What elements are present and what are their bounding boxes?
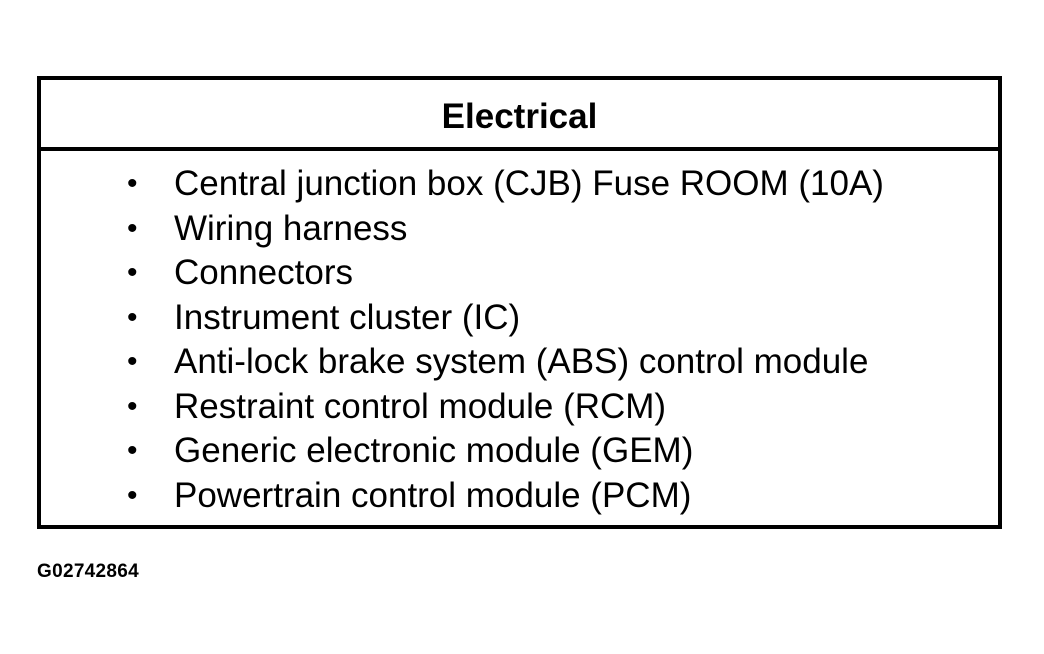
item-text: Anti-lock brake system (ABS) control mod… — [174, 342, 869, 381]
item-text: Powertrain control module (PCM) — [174, 475, 692, 515]
item-text: Instrument cluster (IC) — [174, 297, 521, 337]
item-list: • Central junction box (CJB) Fuse ROOM (… — [41, 162, 998, 518]
list-item: • Wiring harness — [41, 207, 998, 252]
list-item: • Generic electronic module (GEM) — [41, 429, 998, 474]
item-text: Central junction box (CJB) Fuse ROOM (10… — [174, 164, 884, 203]
bullet-icon: • — [127, 256, 138, 289]
item-text: Generic electronic module (GEM) — [174, 431, 694, 470]
bullet-icon: • — [127, 211, 138, 245]
table-body: • Central junction box (CJB) Fuse ROOM (… — [41, 151, 998, 518]
list-item: • Anti-lock brake system (ABS) control m… — [41, 340, 998, 385]
bullet-icon: • — [127, 478, 138, 512]
bullet-icon: • — [127, 389, 138, 423]
list-item: • Restraint control module (RCM) — [41, 385, 998, 430]
table-title: Electrical — [41, 80, 998, 151]
list-item: • Central junction box (CJB) Fuse ROOM (… — [41, 162, 998, 207]
list-item: • Powertrain control module (PCM) — [41, 474, 998, 519]
item-text: Wiring harness — [174, 208, 408, 248]
bullet-icon: • — [127, 345, 138, 378]
item-text: Restraint control module (RCM) — [174, 386, 667, 426]
item-text: Connectors — [174, 253, 353, 292]
list-item: • Connectors — [41, 251, 998, 296]
bullet-icon: • — [127, 300, 138, 334]
figure-id: G02742864 — [37, 561, 140, 582]
list-item: • Instrument cluster (IC) — [41, 296, 998, 341]
bullet-icon: • — [127, 434, 138, 467]
bullet-icon: • — [127, 167, 138, 200]
electrical-table: Electrical • Central junction box (CJB) … — [37, 76, 1002, 529]
